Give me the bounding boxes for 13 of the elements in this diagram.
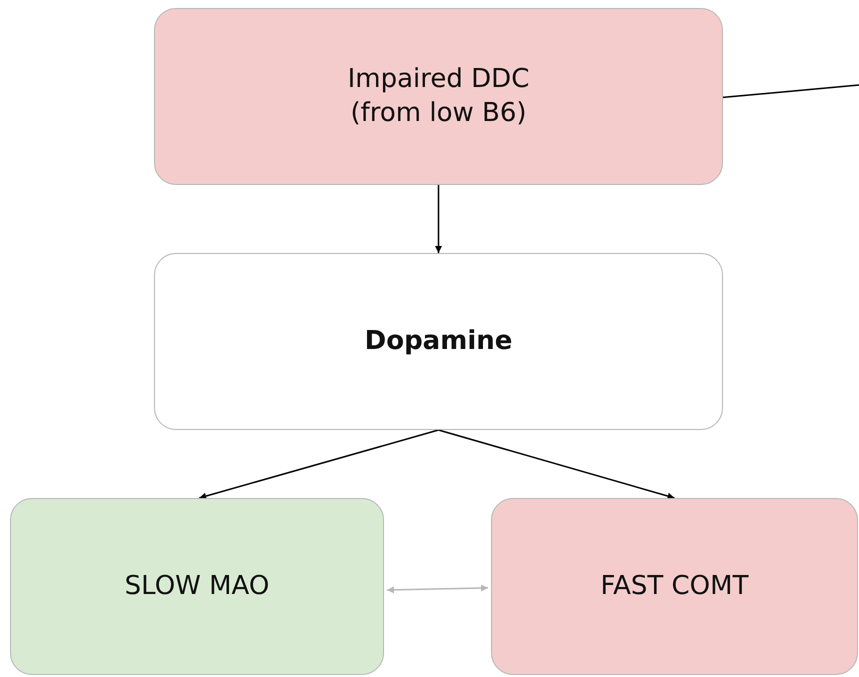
- node-label: FAST COMT: [600, 570, 748, 603]
- node-label: Dopamine: [364, 324, 512, 358]
- arrow: [199, 429, 439, 500]
- node-label: SLOW MAO: [124, 570, 270, 603]
- process-box: [10, 498, 384, 675]
- process-box: [491, 498, 858, 675]
- node-label: Impaired DDC (from low B6): [346, 62, 530, 130]
- process-box: [154, 253, 723, 430]
- connector-line: [722, 84, 859, 98]
- process-box: [154, 8, 723, 185]
- arrow: [438, 429, 675, 500]
- arrow: [386, 584, 488, 594]
- arrow: [435, 185, 442, 253]
